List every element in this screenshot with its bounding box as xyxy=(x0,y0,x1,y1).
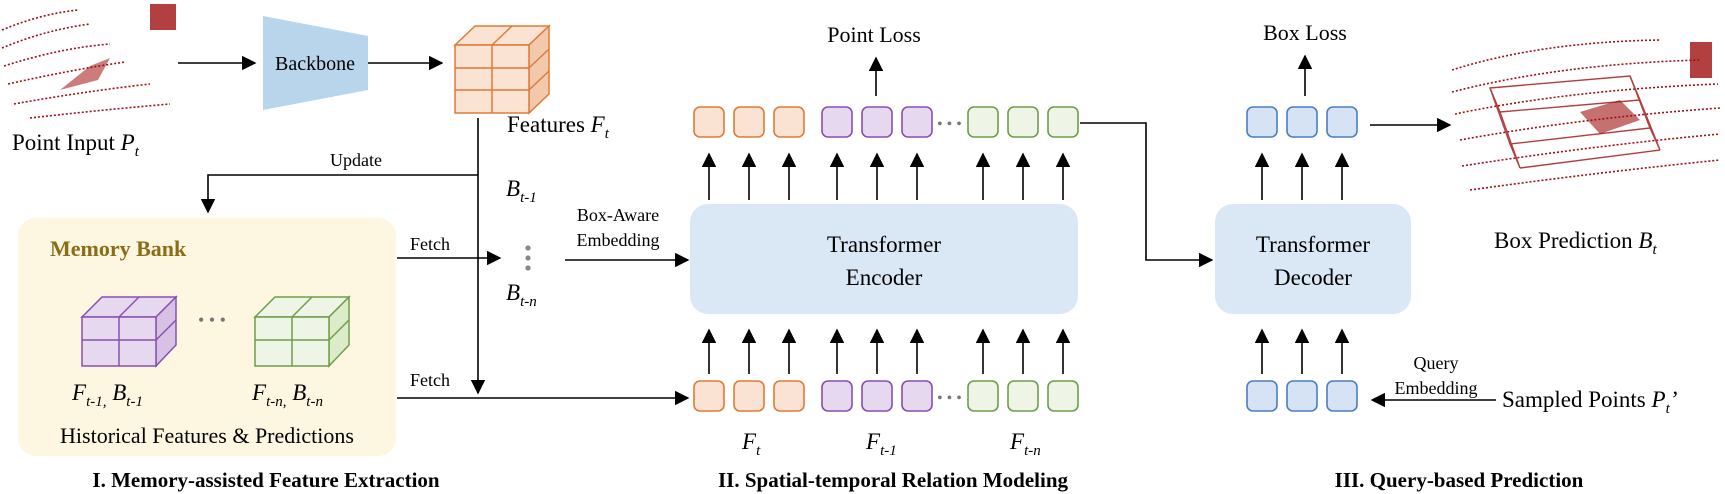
decoder-title-line1: Transformer xyxy=(1256,232,1370,257)
decoder-output-tokens xyxy=(1246,106,1358,138)
encoder-output-token xyxy=(693,106,725,138)
fetch-label-top: Fetch xyxy=(410,234,450,254)
memory-ellipsis: • • • xyxy=(198,310,226,330)
encoder-output-token xyxy=(1007,106,1039,138)
encoder-input-token xyxy=(733,380,765,412)
encoder-input-token xyxy=(693,380,725,412)
box-prediction-label: Box Prediction Bt xyxy=(1494,228,1657,258)
transformer-decoder-block xyxy=(1215,204,1411,314)
update-label: Update xyxy=(330,150,382,170)
encoder-input-token xyxy=(1007,380,1039,412)
features-label: Features Ft xyxy=(507,112,610,142)
encoder-to-decoder-arrow xyxy=(1080,122,1214,268)
section-title-2: II. Spatial-temporal Relation Modeling xyxy=(718,468,1068,492)
backbone-label: Backbone xyxy=(275,53,355,75)
decoder-title-line2: Decoder xyxy=(1274,265,1352,290)
encoder-output-arrows xyxy=(701,152,1071,200)
memory-caption: Historical Features & Predictions xyxy=(60,423,354,448)
token-label-f-t: Ft xyxy=(741,429,761,459)
fetch-label-bottom: Fetch xyxy=(410,370,450,390)
encoder-input-tokens: • • • xyxy=(693,380,1079,412)
box-loss-label: Box Loss xyxy=(1263,20,1347,45)
feature-cube-icon xyxy=(453,24,551,115)
memory-green-cube-icon xyxy=(253,295,351,368)
encoder-input-token xyxy=(861,380,893,412)
decoder-input-tokens xyxy=(1246,380,1358,412)
encoder-output-token xyxy=(901,106,933,138)
box-prediction-image xyxy=(1451,39,1721,191)
sampled-points-label: Sampled Points Pt’ xyxy=(1502,387,1677,417)
encoder-input-token xyxy=(967,380,999,412)
update-arrow xyxy=(200,174,478,214)
encoder-input-token xyxy=(773,380,805,412)
query-line1: Query xyxy=(1414,353,1459,373)
token-ellipsis: • • • xyxy=(937,390,962,407)
token-label-f-t-1: Ft-1 xyxy=(865,429,897,459)
backbone-shape xyxy=(263,16,368,110)
encoder-output-token xyxy=(773,106,805,138)
token-label-f-t-n: Ft-n xyxy=(1009,429,1041,459)
encoder-output-token xyxy=(733,106,765,138)
memory-item1-label: Ft-1, Bt-1 xyxy=(71,380,143,410)
memory-item2-label: Ft-n, Bt-n xyxy=(251,380,323,410)
transformer-encoder-block xyxy=(690,204,1078,314)
encoder-input-arrows xyxy=(701,328,1071,374)
section-title-1: I. Memory-assisted Feature Extraction xyxy=(92,468,440,492)
decoder-input-token xyxy=(1286,380,1318,412)
decoder-output-token xyxy=(1246,106,1278,138)
encoder-output-token xyxy=(1047,106,1079,138)
encoder-output-tokens: • • • xyxy=(693,106,1079,138)
point-input-image xyxy=(1,4,176,119)
encoder-title-line1: Transformer xyxy=(827,232,941,257)
token-ellipsis: • • • xyxy=(937,116,962,133)
decoder-output-arrows xyxy=(1254,152,1350,200)
decoder-input-arrows xyxy=(1254,328,1350,374)
box-b-t-n-label: Bt-n xyxy=(506,280,537,310)
encoder-input-token xyxy=(1047,380,1079,412)
memory-bank-title: Memory Bank xyxy=(50,236,187,261)
encoder-output-token xyxy=(861,106,893,138)
encoder-output-token xyxy=(967,106,999,138)
memory-bank-panel xyxy=(18,218,396,456)
box-vertical-ellipsis xyxy=(525,245,531,271)
box-b-t-1-label: Bt-1 xyxy=(506,176,537,206)
encoder-input-token xyxy=(821,380,853,412)
box-aware-line1: Box-Aware xyxy=(577,205,659,225)
point-loss-label: Point Loss xyxy=(827,22,921,47)
memory-purple-cube-icon xyxy=(80,295,178,368)
encoder-output-token xyxy=(821,106,853,138)
section-title-3: III. Query-based Prediction xyxy=(1335,468,1584,492)
encoder-input-token xyxy=(901,380,933,412)
encoder-title-line2: Encoder xyxy=(846,265,923,290)
query-line2: Embedding xyxy=(1395,378,1478,398)
decoder-output-token xyxy=(1326,106,1358,138)
decoder-input-token xyxy=(1326,380,1358,412)
point-input-label: Point Input Pt xyxy=(12,130,140,160)
decoder-input-token xyxy=(1246,380,1278,412)
box-aware-line2: Embedding xyxy=(577,230,660,250)
decoder-output-token xyxy=(1286,106,1318,138)
